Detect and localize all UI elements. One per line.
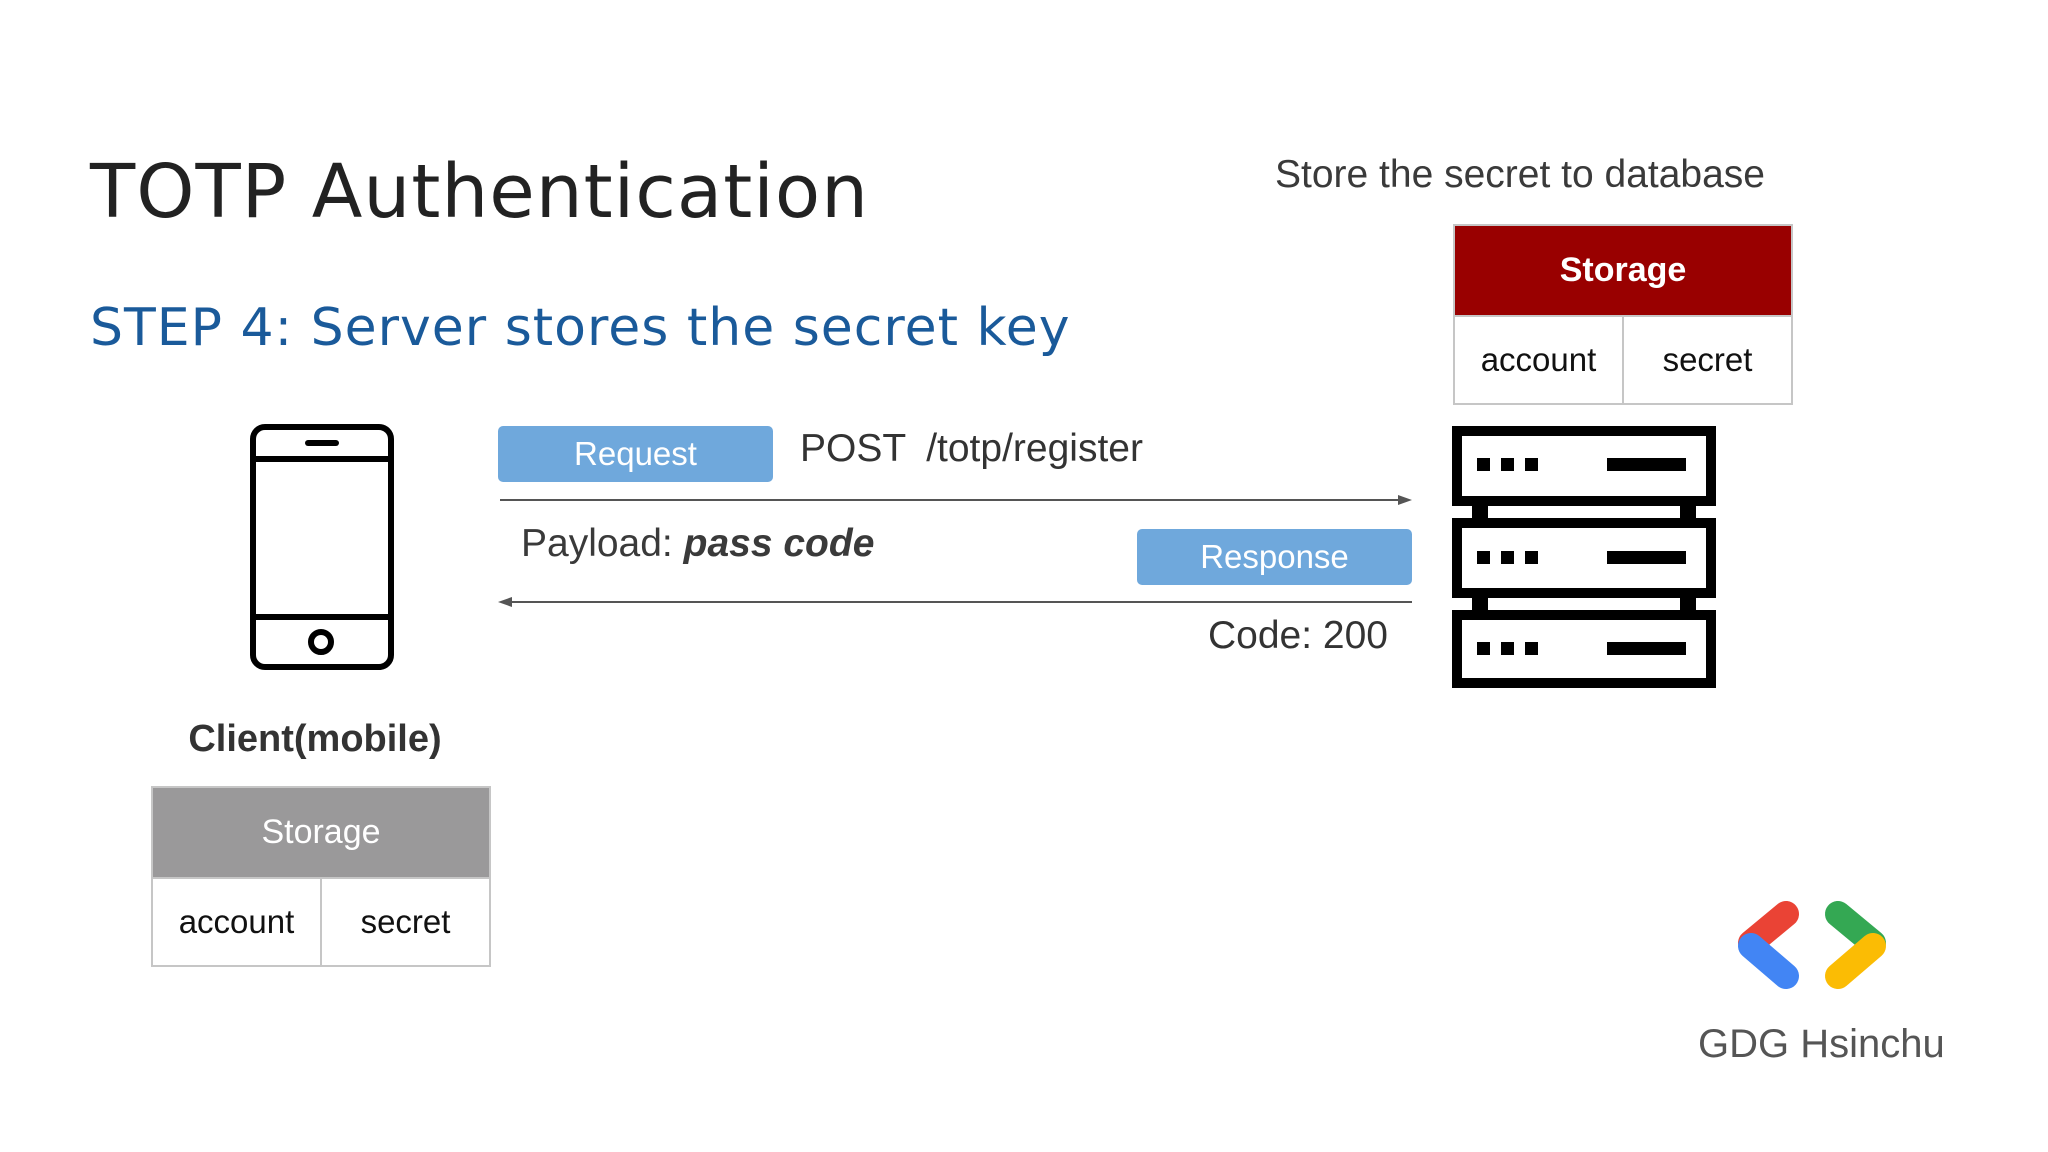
client-storage-account-cell: account [178,903,295,940]
client-storage-secret-cell: secret [320,879,489,965]
payload-value: pass code [683,522,875,565]
request-pill: Request [498,426,773,482]
gdg-logo-icon [1738,901,1886,989]
server-storage-header: Storage [1455,226,1791,317]
server-storage-row: account secret [1455,317,1791,403]
response-arrow [498,597,1412,607]
slide-subtitle: STEP 4: Server stores the secret key [90,298,1071,358]
server-storage-secret-cell: secret [1622,317,1791,403]
client-storage-table: Storage account secret [151,786,491,967]
request-payload: Payload: pass code [521,522,874,566]
payload-label: Payload: [521,522,673,565]
server-storage-account-cell: account [1480,341,1597,378]
request-method: POST [800,427,907,470]
client-label: Client(mobile) [188,718,442,760]
response-code: Code: 200 [1208,614,1388,657]
slide-title: TOTP Authentication [90,149,870,235]
request-endpoint: POST/totp/register [800,427,1143,471]
server-note: Store the secret to database [1275,153,1765,196]
smartphone-icon [250,424,394,670]
server-rack-icon [1452,426,1716,688]
request-path: /totp/register [926,427,1143,470]
client-storage-row: account secret [153,879,489,965]
request-arrow [500,495,1412,505]
server-storage-table: Storage account secret [1453,224,1793,405]
client-storage-header: Storage [153,788,489,879]
response-pill: Response [1137,529,1412,585]
brand-name: GDG Hsinchu [1698,1022,1945,1066]
